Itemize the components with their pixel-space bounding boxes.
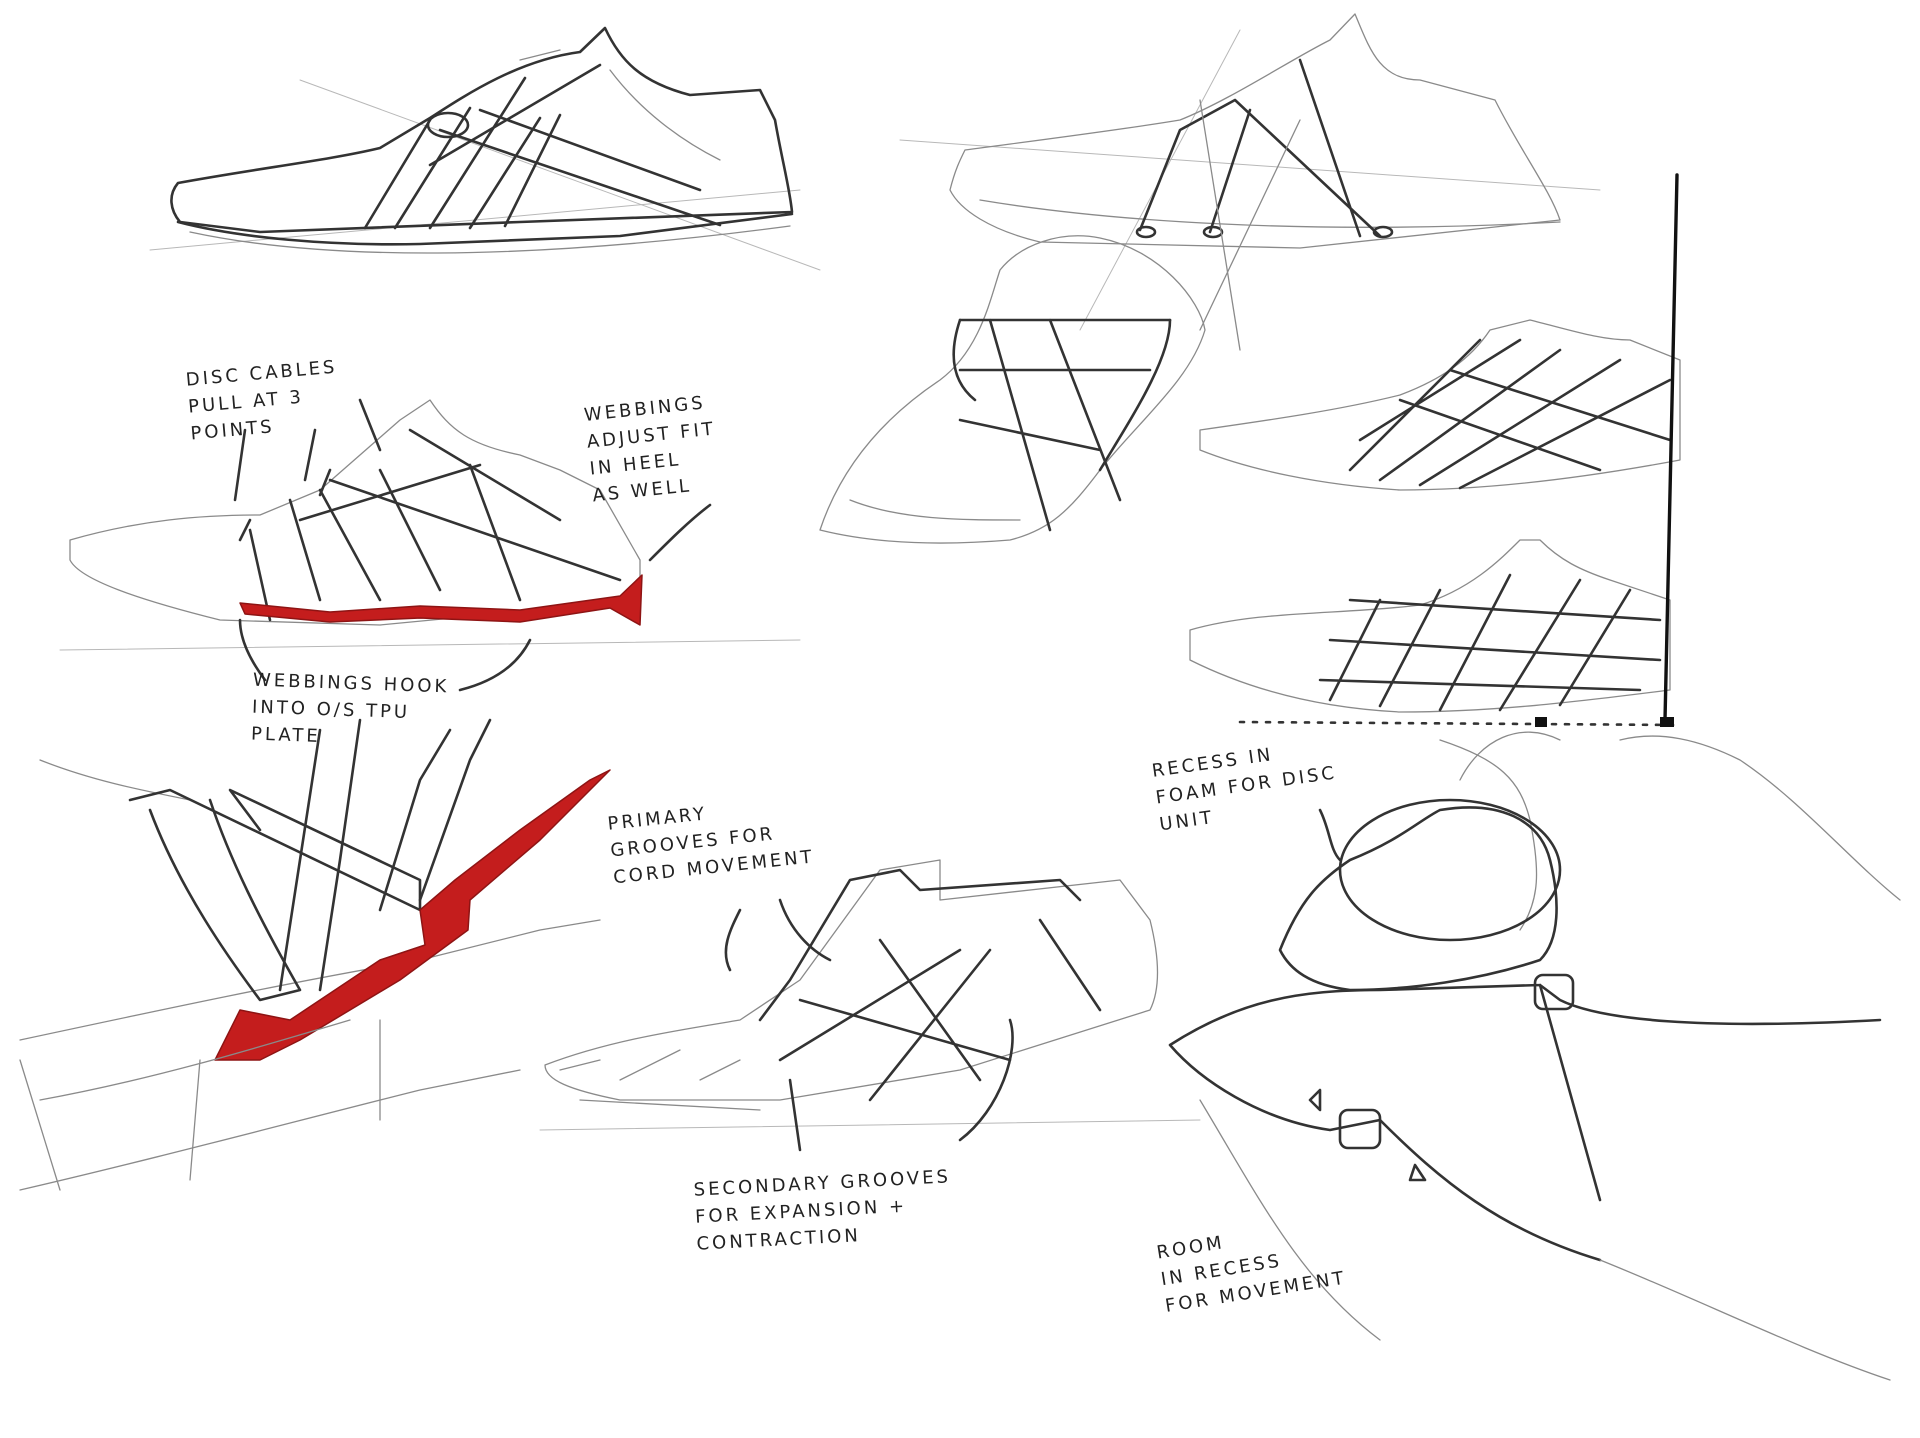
note-secondary-grooves: SECONDARY GROOVES FOR EXPANSION + CONTRA… — [693, 1163, 954, 1257]
note-disc-cables: DISC CABLES PULL AT 3 POINTS — [185, 354, 343, 448]
shoe-sketch-grooves — [539, 859, 1201, 1131]
annotation-leader-lines — [233, 398, 1342, 1152]
shoe-sketch-tpu-plate — [59, 399, 801, 651]
disc-unit-closeup — [1168, 731, 1901, 1381]
note-webbings-fit: WEBBINGS ADJUST FIT IN HEEL AS WELL — [583, 389, 723, 510]
measurement-ruler — [1238, 173, 1682, 727]
shoe-sketch-grid-upper — [1189, 539, 1671, 713]
shoe-sketch-side-view — [149, 26, 821, 271]
note-webbings-hook: WEBBINGS HOOK INTO O/S TPU PLATE — [251, 667, 450, 755]
shoe-sketch-top-view — [819, 235, 1206, 544]
shoe-sketch-crosshatch — [1199, 319, 1681, 491]
webbing-hook-closeup — [19, 718, 611, 1191]
shoe-sketch-perspective — [899, 13, 1601, 351]
